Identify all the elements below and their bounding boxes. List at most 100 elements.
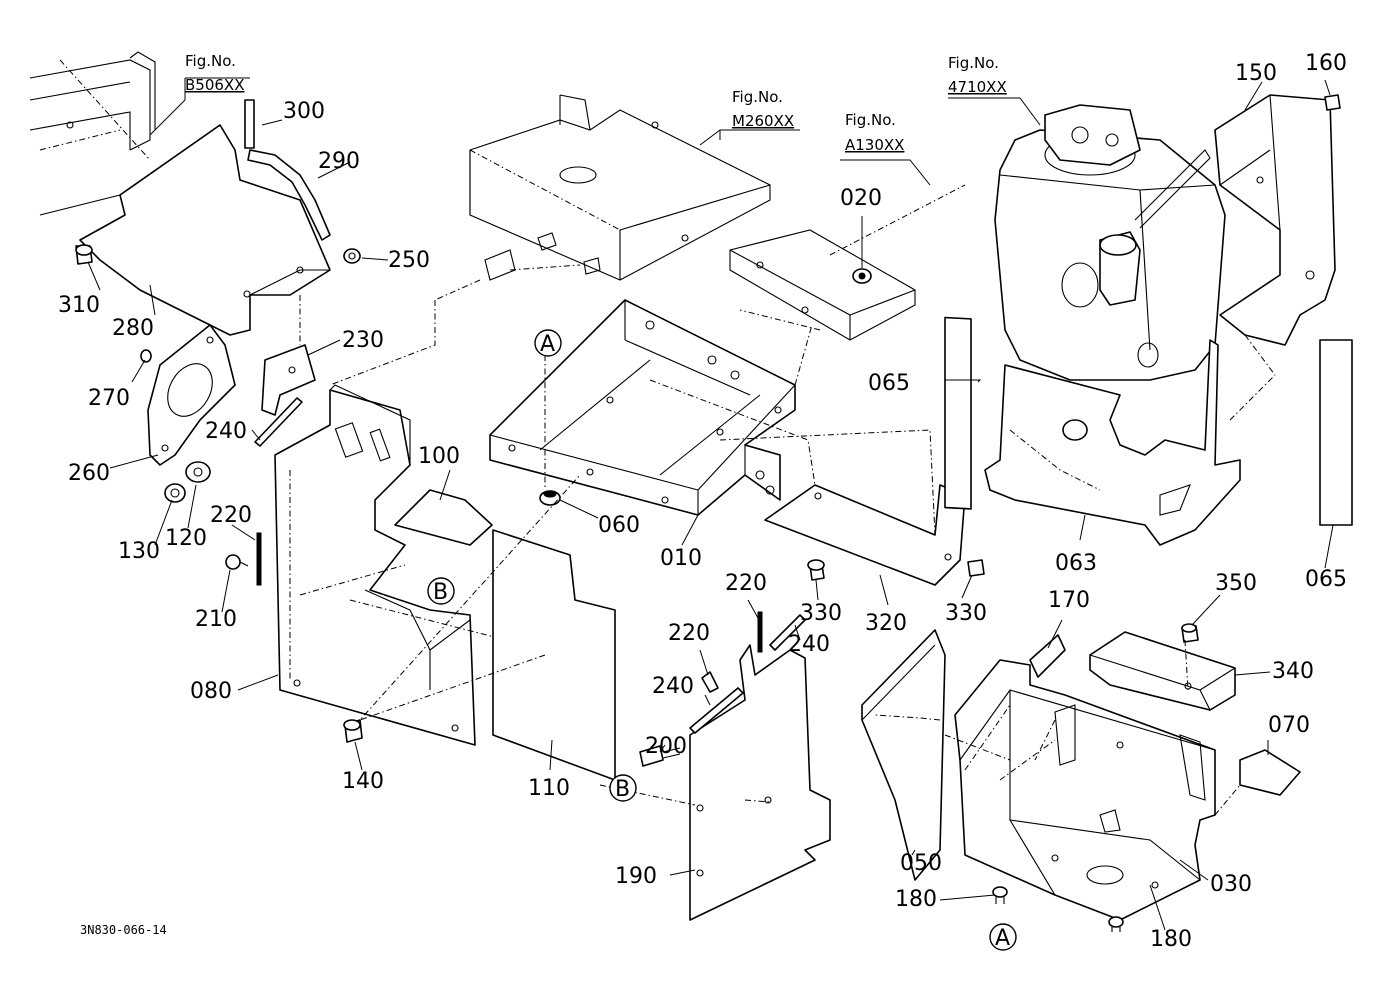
label-230: 230 — [342, 328, 384, 353]
label-180-right: 180 — [1150, 927, 1192, 952]
label-320: 320 — [865, 611, 907, 636]
fig-ref-a130-number: A130XX — [845, 136, 904, 154]
part-310-bolt — [75, 244, 93, 265]
fig-ref-4710-title: Fig.No. — [948, 54, 999, 72]
part-180-screw-left — [992, 886, 1008, 904]
label-180-left: 180 — [895, 887, 937, 912]
part-180-screw-right — [1108, 916, 1124, 932]
label-050: 050 — [900, 851, 942, 876]
center-lines — [299, 279, 1241, 816]
part-240-pin-mid-top — [769, 614, 806, 651]
fig-ref-m260-number: M260XX — [732, 112, 794, 130]
label-070: 070 — [1268, 713, 1310, 738]
label-200: 200 — [645, 734, 687, 759]
label-290: 290 — [318, 149, 360, 174]
part-270-screw — [140, 349, 152, 363]
part-220-clip-mid — [701, 671, 719, 693]
label-120: 120 — [165, 526, 207, 551]
part-200-bolt — [639, 745, 681, 767]
label-170: 170 — [1048, 588, 1090, 613]
part-290-strip — [247, 149, 331, 241]
part-063-base — [984, 334, 1276, 546]
label-100: 100 — [418, 444, 460, 469]
part-330-bolt-a — [807, 559, 825, 581]
label-150: 150 — [1235, 61, 1277, 86]
part-070-bracket — [1239, 749, 1301, 796]
drawing-code: 3N830-066-14 — [80, 923, 167, 937]
part-330-bolt-b — [967, 559, 985, 577]
label-220-mid-top: 220 — [725, 571, 767, 596]
markers: A A B B — [427, 329, 1017, 951]
part-010-frame — [489, 299, 796, 516]
label-280: 280 — [112, 316, 154, 341]
part-260-plate — [147, 324, 236, 466]
fuel-tank — [994, 104, 1226, 381]
part-labels: 300 290 250 310 280 230 270 240 260 130 … — [58, 51, 1347, 952]
label-160: 160 — [1305, 51, 1347, 76]
part-300-clip — [244, 99, 255, 149]
part-060-grommet — [539, 490, 561, 506]
label-065-left: 065 — [868, 371, 910, 396]
label-340: 340 — [1272, 659, 1314, 684]
label-140: 140 — [342, 769, 384, 794]
frame-rail-b506 — [29, 51, 156, 216]
part-240-pin-mid-bottom — [689, 687, 744, 734]
marker-b-mid: B — [615, 777, 630, 802]
marker-b-left: B — [433, 580, 448, 605]
label-330-left: 330 — [800, 601, 842, 626]
frame-m260 — [469, 94, 771, 281]
part-110-panel — [492, 529, 616, 781]
fig-ref-b506-number: B506XX — [185, 76, 244, 94]
label-010: 010 — [660, 546, 702, 571]
frame-a130 — [729, 184, 966, 341]
part-065-pad-right — [1319, 339, 1353, 526]
part-170-pad — [1029, 634, 1066, 678]
label-220-left: 220 — [210, 503, 252, 528]
label-270: 270 — [88, 386, 130, 411]
label-300: 300 — [283, 99, 325, 124]
label-065-right: 065 — [1305, 567, 1347, 592]
label-110: 110 — [528, 776, 570, 801]
part-240-pin-left — [254, 397, 303, 447]
label-130: 130 — [118, 539, 160, 564]
part-210-screw — [225, 554, 249, 570]
part-100-pad — [394, 489, 493, 546]
marker-a-top: A — [540, 332, 555, 357]
marker-a-bottom: A — [995, 926, 1010, 951]
label-030: 030 — [1210, 872, 1252, 897]
label-240-left: 240 — [205, 419, 247, 444]
label-020: 020 — [840, 186, 882, 211]
part-080-side-cover — [274, 384, 546, 746]
label-063: 063 — [1055, 551, 1097, 576]
part-020-nut — [852, 268, 872, 284]
label-240-mid-left: 240 — [652, 674, 694, 699]
part-150-cover — [1214, 94, 1336, 346]
label-060: 060 — [598, 513, 640, 538]
fig-ref-b506-title: Fig.No. — [185, 52, 236, 70]
label-260: 260 — [68, 461, 110, 486]
part-030-box — [954, 659, 1216, 921]
part-220-strip-left — [256, 532, 262, 586]
label-210: 210 — [195, 607, 237, 632]
label-190: 190 — [615, 864, 657, 889]
label-240-mid-right: 240 — [788, 632, 830, 657]
part-250-nut — [343, 248, 361, 264]
part-130-nut — [164, 483, 186, 503]
label-330-right: 330 — [945, 601, 987, 626]
part-065-pad-left — [944, 316, 972, 510]
fig-ref-a130-title: Fig.No. — [845, 111, 896, 129]
part-230-bracket — [261, 344, 316, 416]
leader-lines — [87, 77, 1334, 931]
fig-ref-4710-number: 4710XX — [948, 78, 1007, 96]
fig-ref-m260-title: Fig.No. — [732, 88, 783, 106]
part-280-deflector — [79, 124, 331, 336]
part-340-plate — [1089, 631, 1236, 711]
part-160-bolt — [1324, 94, 1341, 111]
part-140-bolt — [343, 719, 363, 743]
label-250: 250 — [388, 248, 430, 273]
label-080: 080 — [190, 679, 232, 704]
part-220-strip-mid — [757, 611, 763, 653]
label-220-mid: 220 — [668, 621, 710, 646]
